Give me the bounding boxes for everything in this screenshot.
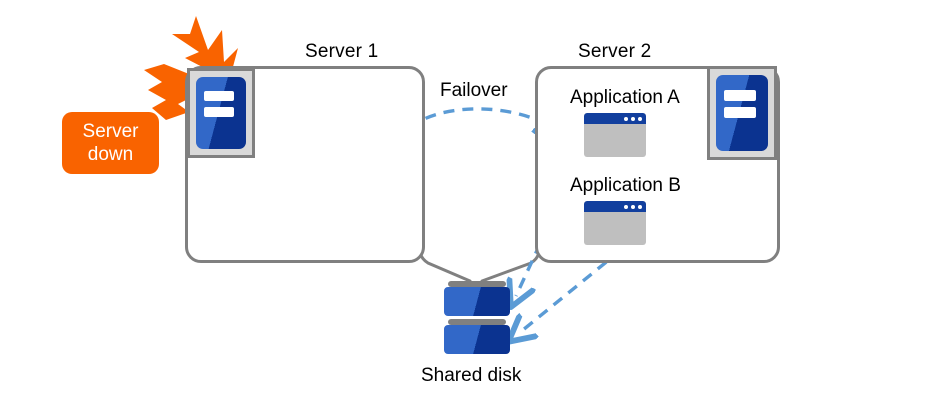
- failover-label: Failover: [440, 80, 508, 101]
- app-window-titlebar: [584, 113, 646, 124]
- server2-hardware-icon: [707, 66, 777, 160]
- application-b-window-icon: [584, 201, 646, 245]
- server2-caption: Server 2: [578, 41, 652, 62]
- application-a-window-icon: [584, 113, 646, 157]
- shared-disk-caption: Shared disk: [421, 365, 522, 386]
- application-a-label: Application A: [570, 87, 680, 108]
- server-icon-slot-2: [204, 107, 234, 118]
- app-window-dots-icon: [624, 116, 642, 121]
- server-icon-slot-1: [724, 90, 756, 101]
- connector-server1-to-disk: [418, 178, 472, 283]
- disk-plate-top: [448, 281, 506, 287]
- server-down-callout: Server down: [62, 112, 159, 174]
- server-icon-body: [716, 75, 768, 151]
- disk-body-bottom: [444, 325, 510, 354]
- application-b-label: Application B: [570, 175, 681, 196]
- server1-hardware-icon: [187, 68, 255, 158]
- failover-arrow: [408, 107, 552, 129]
- disk-body-top: [444, 287, 510, 316]
- server1-group-box: [185, 66, 425, 263]
- app-window-dots-icon: [624, 204, 642, 209]
- server-down-line-2: down: [87, 144, 134, 165]
- app-window-titlebar: [584, 201, 646, 212]
- server-icon-slot-1: [204, 91, 234, 102]
- server-down-line-1: Server: [82, 121, 139, 142]
- server1-caption: Server 1: [305, 41, 379, 62]
- disk-plate-bottom: [448, 319, 506, 325]
- shared-disk-icon: [444, 281, 510, 359]
- server-icon-slot-2: [724, 106, 756, 118]
- app-b-to-disk-arrow: [518, 248, 623, 334]
- server-icon-body: [196, 77, 246, 149]
